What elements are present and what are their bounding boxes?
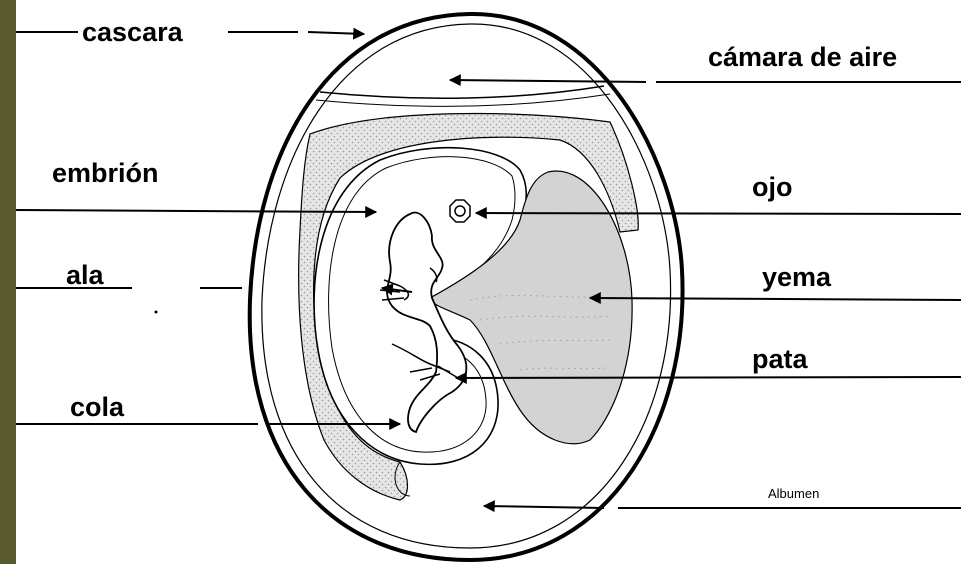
embryo-eye-inner [455, 206, 465, 216]
label-ojo: ojo [752, 172, 793, 202]
arrow-pata [456, 377, 961, 378]
label-ala: ala [66, 260, 105, 290]
label-embrion: embrión [52, 158, 159, 188]
label-camara-de-aire: cámara de aire [708, 42, 897, 72]
label-yema: yema [762, 262, 832, 292]
label-pata: pata [752, 344, 809, 374]
label-cola: cola [70, 392, 125, 422]
arrow-ojo [476, 213, 961, 214]
label-albumen: Albumen [768, 486, 819, 501]
label-cascara: cascara [82, 17, 184, 47]
stray-dot [155, 311, 158, 314]
